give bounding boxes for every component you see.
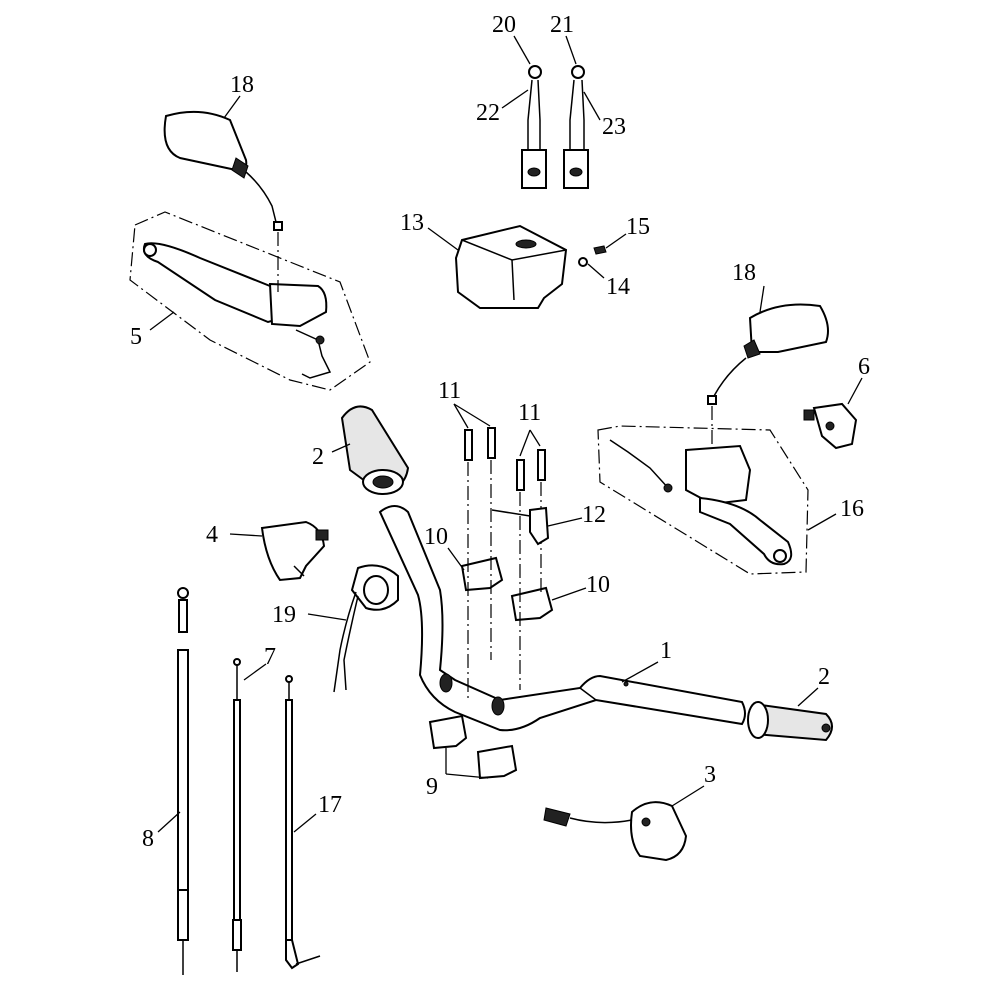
left-switch — [260, 520, 329, 582]
right-grip — [747, 701, 833, 742]
left-brake-assembly — [129, 211, 371, 391]
lower-holders — [428, 714, 518, 780]
washer-and-screw — [578, 245, 607, 267]
callout-23: 23 — [602, 114, 626, 140]
callout-6: 6 — [858, 354, 870, 380]
callout-4: 4 — [206, 522, 218, 548]
callout-18-left: 18 — [230, 72, 254, 98]
cable-17 — [285, 675, 321, 970]
callout-12: 12 — [582, 502, 606, 528]
starter-switch — [333, 564, 399, 693]
bolts — [464, 427, 546, 700]
left-grip — [340, 405, 410, 495]
upper-holders — [460, 556, 554, 622]
callout-18-right: 18 — [732, 260, 756, 286]
callout-7: 7 — [264, 644, 276, 670]
callout-22: 22 — [476, 100, 500, 126]
cable-7 — [232, 658, 242, 972]
bracket — [491, 506, 550, 546]
callout-11-left: 11 — [438, 378, 461, 404]
right-switch — [803, 402, 858, 450]
callout-16: 16 — [840, 496, 864, 522]
left-mirror — [163, 110, 283, 292]
callout-1: 1 — [660, 638, 672, 664]
callout-10-right: 10 — [586, 572, 610, 598]
callout-11-right: 11 — [518, 400, 541, 426]
callout-5: 5 — [130, 324, 142, 350]
callout-8: 8 — [142, 826, 154, 852]
callout-9: 9 — [426, 774, 438, 800]
cable-8 — [177, 587, 189, 975]
callout-10-left: 10 — [424, 524, 448, 550]
cover — [454, 224, 568, 309]
callout-13: 13 — [400, 210, 424, 236]
wire-harness — [521, 65, 589, 189]
callout-labels: 1 2 2 3 4 5 6 7 8 9 10 10 11 11 12 13 14… — [130, 12, 870, 852]
callout-20: 20 — [492, 12, 516, 38]
right-brake-assembly — [597, 425, 809, 575]
callout-17: 17 — [318, 792, 342, 818]
right-mirror — [707, 303, 829, 448]
handlebar — [378, 505, 746, 732]
callout-21: 21 — [550, 12, 574, 38]
callout-15: 15 — [626, 214, 650, 240]
callout-3: 3 — [704, 762, 716, 788]
callout-2-left: 2 — [312, 444, 324, 470]
callout-19: 19 — [272, 602, 296, 628]
callout-14: 14 — [606, 274, 630, 300]
callout-2-right: 2 — [818, 664, 830, 690]
throttle-housing — [543, 801, 688, 862]
leader-lines — [149, 35, 863, 833]
